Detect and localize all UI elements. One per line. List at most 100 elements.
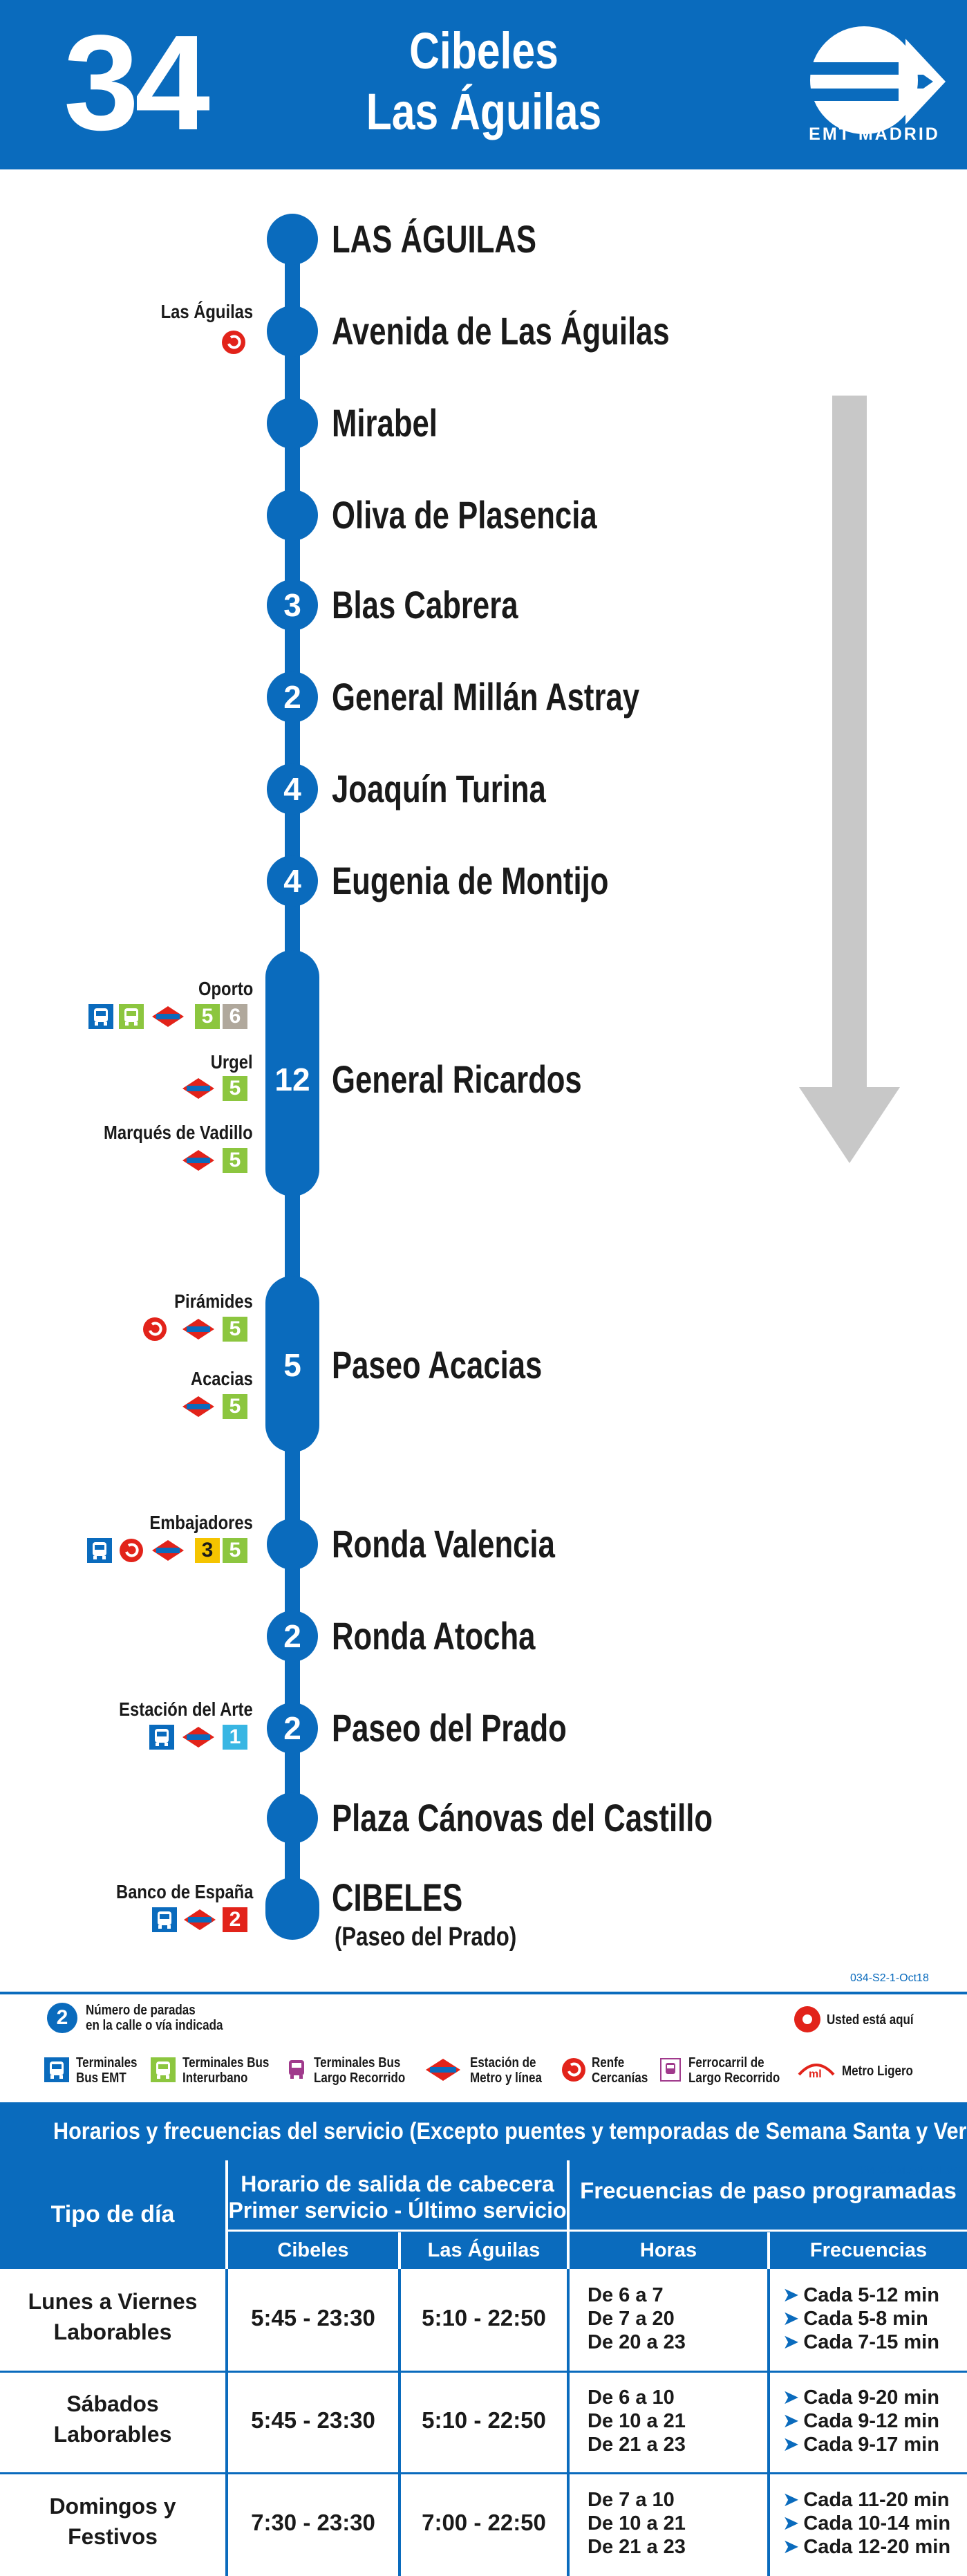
day-type: Lunes a Viernes <box>28 2289 198 2314</box>
renfe-icon <box>143 1317 167 1341</box>
chevron-right-icon: ➤ <box>782 2308 800 2330</box>
metro-line-badge: 5 <box>195 1004 220 1029</box>
stop-count: 2 <box>283 1618 301 1654</box>
stop-subtitle: (Paseo del Prado) <box>335 1922 517 1952</box>
metro-line-badge: 5 <box>223 1076 247 1101</box>
legend-label: Metro y línea <box>470 2070 542 2086</box>
stop-marker <box>267 306 318 357</box>
transfer-name: Banco de España <box>115 1881 253 1902</box>
metro-icon <box>152 1006 184 1027</box>
stop-marker <box>267 398 318 449</box>
stop-name: Ronda Atocha <box>332 1614 536 1658</box>
stop-marker <box>267 490 318 541</box>
metro-icon <box>182 1396 214 1417</box>
direction-arrow <box>832 396 867 1094</box>
stop-count: 2 <box>283 1710 301 1746</box>
stop-name: Mirabel <box>332 401 438 445</box>
hour-range: De 7 a 10 <box>588 2489 675 2511</box>
stop-name: General Ricardos <box>332 1057 582 1101</box>
emt-logo-icon <box>809 26 946 134</box>
stop-name: CIBELES <box>332 1875 463 1919</box>
transfer-name: Oporto <box>198 978 253 999</box>
day-type: Domingos y <box>49 2494 176 2519</box>
legend-label: Terminales Bus <box>314 2055 401 2070</box>
stop-marker <box>267 1611 318 1662</box>
day-type: Sábados <box>66 2391 159 2416</box>
metro-line-badge: 2 <box>223 1907 247 1932</box>
sub-header-horas: Horas <box>639 2239 697 2261</box>
bus-emt-icon <box>44 2057 69 2082</box>
table-code: 034-S2-May24-0E043 <box>857 2165 966 2176</box>
hour-range: De 6 a 10 <box>588 2387 675 2409</box>
frequency-value: Cada 9-20 min <box>803 2387 939 2409</box>
stop-name: Avenida de Las Águilas <box>332 309 670 353</box>
stop-name: General Millán Astray <box>332 675 640 719</box>
stop-name: Eugenia de Montijo <box>332 859 609 902</box>
frequency-value: Cada 5-8 min <box>803 2308 928 2330</box>
transfer-name: Pirámides <box>174 1290 253 1312</box>
stop-marker <box>267 214 318 265</box>
frequency: ➤Cada 9-20 min <box>782 2386 939 2409</box>
frequency-value: Cada 7-15 min <box>803 2331 939 2353</box>
stop-marker <box>267 671 318 723</box>
legend-label: Cercanías <box>592 2070 648 2086</box>
metro-line-badge: 3 <box>195 1538 220 1563</box>
bus-emt-icon <box>88 1004 113 1029</box>
day-type: Laborables <box>53 2319 172 2344</box>
ferrocarril-icon <box>660 2058 681 2082</box>
first-last-cibeles: 5:45 - 23:30 <box>251 2305 375 2331</box>
hour-range: De 20 a 23 <box>588 2331 686 2353</box>
chevron-right-icon: ➤ <box>782 2489 800 2511</box>
transfer-name: Urgel <box>211 1051 253 1073</box>
hour-range: De 21 a 23 <box>588 2536 686 2558</box>
legend-label: Largo Recorrido <box>314 2070 406 2086</box>
bus-interurbano-icon <box>119 1004 144 1029</box>
legend-label: Bus EMT <box>76 2070 126 2086</box>
frequency-value: Cada 10-14 min <box>803 2512 951 2535</box>
col-schedule-header: Primer servicio - Último servicio <box>228 2198 567 2223</box>
stop-count: 5 <box>283 1347 301 1383</box>
frequency: ➤Cada 12-20 min <box>782 2535 950 2559</box>
legend-label: Interurbano <box>182 2070 248 2086</box>
stop-name: Paseo Acacias <box>332 1343 543 1387</box>
frequency-value: Cada 12-20 min <box>803 2536 951 2558</box>
frequency: ➤Cada 9-17 min <box>782 2433 939 2456</box>
hour-range: De 10 a 21 <box>588 2410 686 2432</box>
stop-count: 2 <box>283 679 301 715</box>
you-are-here-icon <box>794 2006 820 2032</box>
transfer-name: Las Águilas <box>160 301 253 322</box>
stop-marker-group <box>265 950 319 1196</box>
arrow-head-icon <box>799 1087 900 1163</box>
frequency: ➤Cada 7-15 min <box>782 2331 939 2354</box>
stop-name: Plaza Cánovas del Castillo <box>332 1796 713 1840</box>
metro-ligero-icon: ml <box>798 2064 835 2080</box>
bus-emt-icon <box>152 1907 177 1932</box>
legend-label: Metro Ligero <box>842 2064 913 2079</box>
chevron-right-icon: ➤ <box>782 2434 800 2456</box>
hour-range: De 21 a 23 <box>588 2434 686 2456</box>
stop-marker <box>267 1703 318 1754</box>
legend-label: Terminales Bus <box>182 2055 270 2070</box>
stop-marker-group <box>265 1276 319 1452</box>
metro-icon <box>426 2059 460 2081</box>
metro-icon <box>182 1078 214 1099</box>
metro-line-badge: 5 <box>223 1394 247 1419</box>
chevron-right-icon: ➤ <box>782 2512 800 2535</box>
metro-line-badge: 5 <box>223 1538 247 1563</box>
frequency-value: Cada 11-20 min <box>803 2489 950 2511</box>
frequency: ➤Cada 11-20 min <box>782 2488 949 2512</box>
frequency: ➤Cada 9-12 min <box>782 2409 939 2433</box>
metro-icon <box>184 1909 216 1930</box>
sub-header-aguilas: Las Águilas <box>427 2239 541 2261</box>
renfe-icon <box>562 2058 585 2082</box>
chevron-right-icon: ➤ <box>782 2387 800 2409</box>
chevron-right-icon: ➤ <box>782 2284 800 2306</box>
legend-divider <box>0 1992 967 1994</box>
frequency-value: Cada 5-12 min <box>803 2284 939 2306</box>
renfe-icon <box>120 1539 143 1562</box>
transfer-name: Estación del Arte <box>119 1698 253 1720</box>
legend-label: Usted está aquí <box>827 2012 914 2028</box>
renfe-icon <box>222 331 245 354</box>
first-last-aguilas: 7:00 - 22:50 <box>422 2510 546 2535</box>
stop-name: Oliva de Plasencia <box>332 493 597 537</box>
